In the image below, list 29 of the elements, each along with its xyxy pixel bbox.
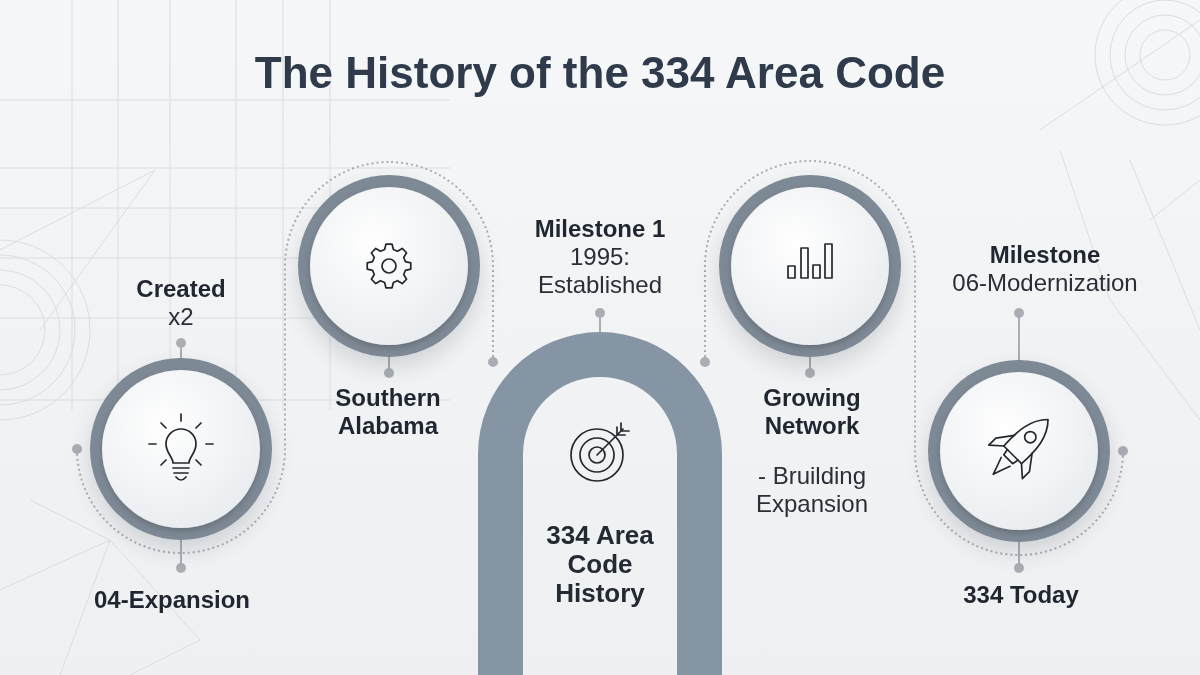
milestone-label: 334 Today <box>963 581 1079 609</box>
milestone-circle <box>90 358 272 540</box>
leader-line <box>805 356 815 378</box>
milestone-label: Milestone 1 <box>534 215 666 243</box>
milestone-detail: x2 <box>168 303 194 331</box>
leader-line <box>176 539 186 573</box>
milestone-label: 04-Expansion <box>93 586 250 614</box>
milestone-circle <box>928 360 1110 542</box>
milestone-label: Growing Network <box>762 384 862 440</box>
leader-line <box>176 338 186 359</box>
milestone-label: Milestone <box>989 241 1101 269</box>
milestone-label: Created <box>136 275 226 303</box>
milestone-label: Southern Alabama <box>334 384 442 440</box>
leader-line <box>595 308 605 333</box>
milestone-detail: 1995: Established <box>536 243 664 299</box>
leader-line <box>1014 541 1024 573</box>
leader-line <box>1014 308 1024 361</box>
dotted-connector <box>72 161 390 554</box>
milestone-detail: 06-Modernization <box>952 269 1138 297</box>
milestone-circle <box>719 175 901 357</box>
page-title: The History of the 334 Area Code <box>253 47 947 99</box>
dotted-connector <box>388 161 498 367</box>
dotted-connector <box>809 160 1128 556</box>
milestone-circle <box>298 175 480 357</box>
center-label: 334 Area Code History <box>545 521 655 608</box>
dotted-connector <box>700 160 811 367</box>
milestone-detail: - Bruilding Expansion <box>754 462 870 518</box>
leader-line <box>384 356 394 378</box>
arch-band <box>478 332 722 675</box>
